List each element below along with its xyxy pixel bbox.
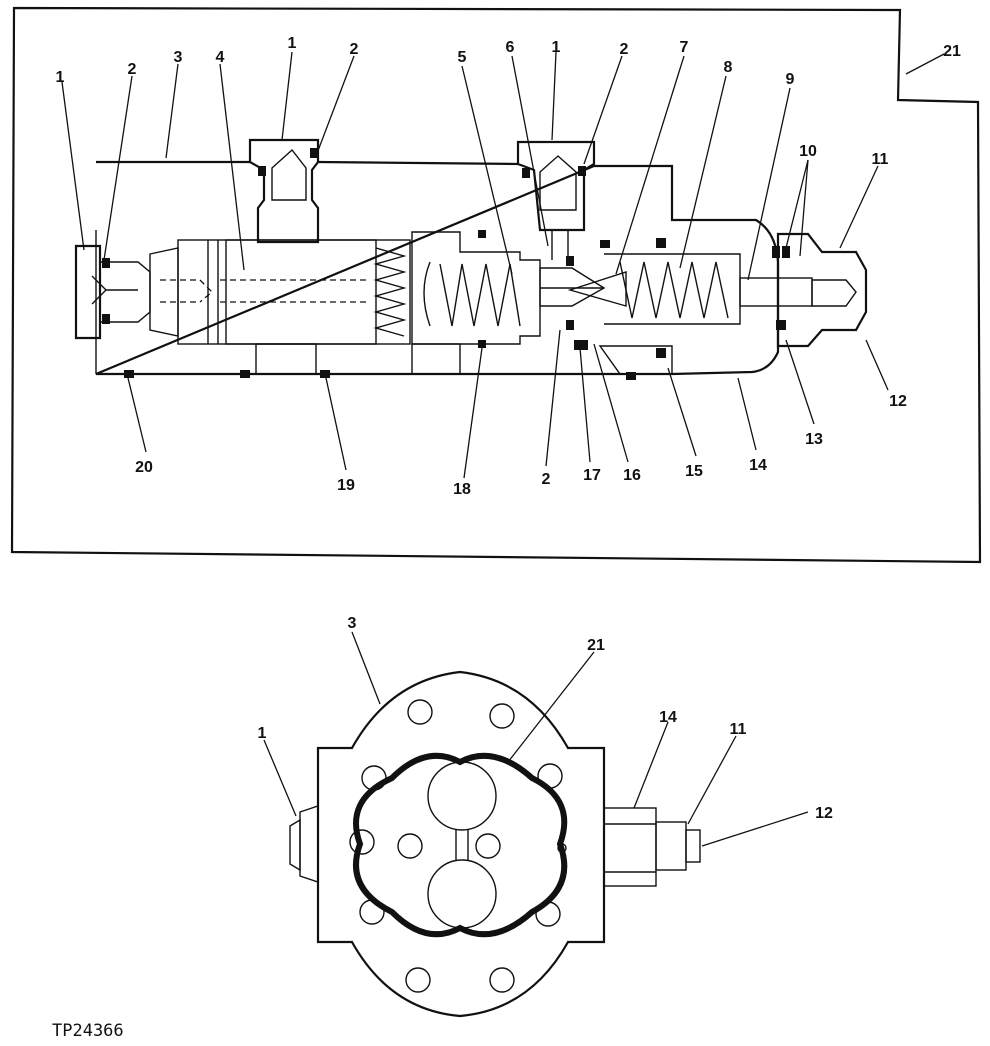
flange-outline — [316, 670, 606, 1018]
end-view: 3 21 14 11 1 12 — [258, 615, 833, 1018]
callout-13: 13 — [805, 431, 823, 448]
callout-8: 8 — [724, 59, 733, 76]
callout-20: 20 — [135, 459, 153, 476]
callout-7: 7 — [680, 39, 689, 56]
callout-11b: 11 — [730, 721, 747, 738]
valve-body — [95, 160, 780, 376]
bore-upper — [427, 761, 497, 831]
callout-3a: 3 — [174, 49, 183, 66]
end-left-plug — [299, 805, 319, 883]
callout-10: 10 — [799, 143, 817, 160]
seal-ring-21 — [353, 752, 568, 938]
callout-4: 4 — [216, 49, 225, 66]
callout-1c: 1 — [552, 39, 561, 56]
stem-9 — [739, 277, 813, 307]
left-plug — [74, 244, 102, 340]
spring-5 — [439, 263, 521, 327]
callout-17: 17 — [583, 467, 601, 484]
figure-id: TP24366 — [52, 1021, 124, 1041]
callout-2d: 2 — [542, 471, 551, 488]
callout-2c: 2 — [620, 41, 629, 58]
callout-21a: 21 — [943, 43, 961, 60]
callout-1d: 1 — [258, 725, 267, 742]
callout-14a: 14 — [749, 457, 767, 474]
section-leaders — [61, 51, 945, 479]
top-left-plug — [248, 138, 320, 244]
bolt-holes — [349, 699, 563, 993]
callout-3b: 3 — [348, 615, 357, 632]
section-view: 1 2 3 4 1 2 5 6 1 2 7 8 9 10 11 21 12 13… — [10, 6, 982, 564]
callout-2a: 2 — [128, 61, 137, 78]
callout-21b: 21 — [587, 637, 605, 654]
end-callouts: 3 21 14 11 1 12 — [258, 615, 833, 822]
callout-18: 18 — [453, 481, 471, 498]
section-frame — [10, 6, 982, 564]
poppet-7 — [567, 271, 627, 307]
callout-2b: 2 — [350, 41, 359, 58]
callout-5: 5 — [458, 49, 467, 66]
callout-1b: 1 — [288, 35, 297, 52]
callout-16: 16 — [623, 467, 641, 484]
callout-15: 15 — [685, 463, 703, 480]
callout-1a: 1 — [56, 69, 65, 86]
callout-19: 19 — [337, 477, 355, 494]
callout-12a: 12 — [889, 393, 907, 410]
spring-8 — [619, 261, 729, 319]
piston-5 — [411, 231, 541, 345]
callout-11a: 11 — [872, 151, 889, 168]
top-right-plug — [516, 140, 596, 232]
bore-lower — [427, 859, 497, 929]
callout-12b: 12 — [815, 805, 833, 822]
adjust-cap — [776, 232, 868, 348]
end-adjust-12 — [685, 829, 701, 863]
end-leaders — [263, 631, 809, 847]
callout-14b: 14 — [659, 709, 677, 726]
section-callouts: 1 2 3 4 1 2 5 6 1 2 7 8 9 10 11 21 12 13… — [56, 35, 961, 498]
end-body-14 — [603, 807, 657, 887]
end-cap-11 — [655, 821, 687, 871]
callout-9: 9 — [786, 71, 795, 88]
callout-6: 6 — [506, 39, 515, 56]
